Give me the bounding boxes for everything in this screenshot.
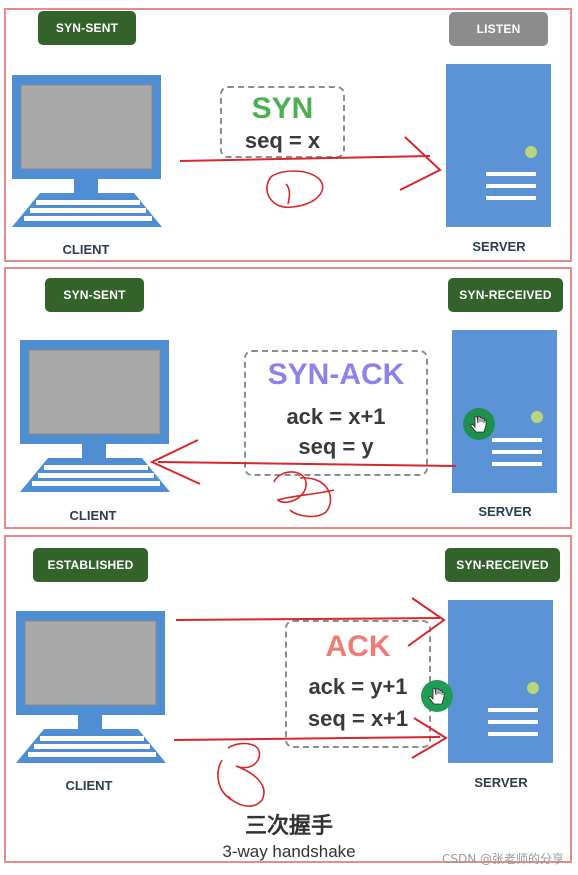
hand-cursor-icon xyxy=(463,408,495,440)
server-state-badge: SYN-RECEIVED xyxy=(448,278,563,312)
server-icon xyxy=(446,64,551,227)
server-state-badge: LISTEN xyxy=(449,12,548,46)
message-title: SYN xyxy=(251,92,314,125)
client-computer-icon xyxy=(20,340,170,492)
client-computer-icon xyxy=(12,75,162,227)
server-label: SERVER xyxy=(472,239,526,254)
arrow-client-to-server xyxy=(179,136,442,208)
message-line: ack = x+1 xyxy=(286,404,386,429)
message-line: seq = x+1 xyxy=(307,706,409,731)
client-label: CLIENT xyxy=(69,508,117,523)
diagram-subtitle: 3-way handshake xyxy=(222,842,356,861)
client-computer-icon xyxy=(16,611,166,763)
message-line: seq = x xyxy=(244,128,321,153)
server-label: SERVER xyxy=(478,504,532,519)
message-line: ack = y+1 xyxy=(308,674,408,699)
panel-syn-ack xyxy=(4,267,572,529)
diagram-title: 三次握手 xyxy=(244,814,333,839)
server-state-badge: SYN-RECEIVED xyxy=(445,548,560,582)
hand-cursor-icon xyxy=(421,680,453,712)
client-label: CLIENT xyxy=(62,242,110,257)
client-state-badge: SYN-SENT xyxy=(38,11,136,45)
message-title: SYN-ACK xyxy=(267,358,405,391)
client-label: CLIENT xyxy=(65,778,113,793)
client-state-badge: ESTABLISHED xyxy=(33,548,148,582)
message-box: ACK ack = y+1 seq = x+1 xyxy=(285,620,431,748)
server-label: SERVER xyxy=(474,775,528,790)
panel-syn xyxy=(4,8,572,262)
panel-ack xyxy=(4,535,572,863)
message-box: SYN seq = x xyxy=(220,86,345,158)
server-icon xyxy=(448,600,553,763)
client-state-badge: SYN-SENT xyxy=(45,278,144,312)
message-line: seq = y xyxy=(298,434,374,459)
arrow-server-to-client xyxy=(149,439,457,518)
message-box: SYN-ACK ack = x+1 seq = y xyxy=(244,350,428,476)
watermark: CSDN @张老师的分享 xyxy=(441,852,564,866)
message-title: ACK xyxy=(325,630,391,663)
